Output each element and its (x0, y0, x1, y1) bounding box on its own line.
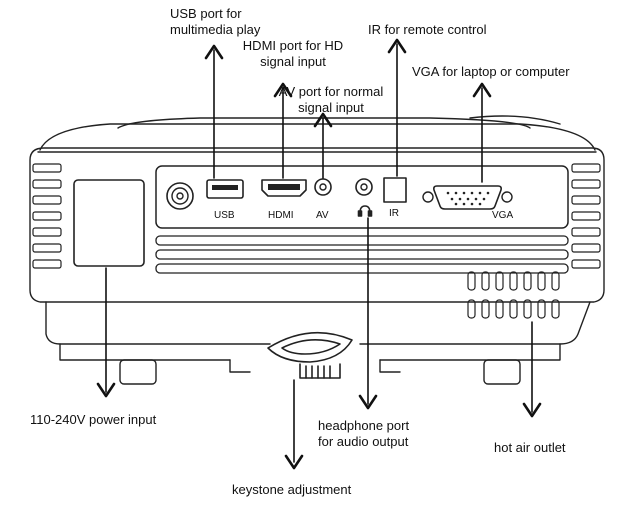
callout-power-text: 110-240V power input (30, 412, 157, 427)
foot-mid (229, 359, 401, 373)
port-label-vga: VGA (492, 210, 513, 221)
callout-headphone-line1: headphone port (318, 418, 410, 433)
arrow-chevron-icon (204, 44, 224, 60)
callout-hdmi: HDMI port for HD signal input (234, 38, 352, 70)
housing-body (29, 147, 605, 303)
housing-top-inner (117, 117, 531, 129)
port-label-av: AV (316, 210, 329, 221)
leader-lines (105, 43, 533, 463)
callout-hot-air-text: hot air outlet (494, 440, 566, 455)
callout-av: AV port for normal signal input (268, 84, 394, 116)
callout-ir: IR for remote control (368, 22, 487, 38)
port-label-ir: IR (389, 208, 399, 219)
base-step (59, 343, 561, 361)
right-side-vents (571, 163, 601, 269)
callout-keystone-text: keystone adjustment (232, 482, 352, 497)
bottom-vents (467, 271, 560, 319)
arrow-chevron-icon (96, 382, 116, 398)
hdmi-port (261, 179, 307, 197)
callout-keystone: keystone adjustment (232, 482, 351, 498)
arrow-chevron-icon (313, 112, 333, 128)
keystone-wheel (267, 331, 353, 379)
base-lower (45, 301, 591, 345)
callout-vga-text: VGA for laptop or computer (412, 64, 570, 79)
housing-top-ridge (469, 115, 561, 125)
callout-headphone: headphone port for audio output (318, 418, 409, 450)
arrow-chevron-icon (273, 82, 293, 98)
arrow-chevron-icon (387, 38, 407, 54)
callout-av-line2: signal input (298, 100, 364, 115)
power-input-panel (73, 179, 145, 267)
headphone-icon (357, 205, 373, 217)
arrowheads (96, 38, 542, 470)
arrow-chevron-icon (358, 394, 378, 410)
usb-port (206, 179, 244, 199)
callout-headphone-line2: for audio output (318, 434, 409, 449)
left-side-vents (32, 163, 62, 269)
headphone-port (355, 178, 373, 196)
arrow-chevron-icon (472, 82, 492, 98)
arrow-chevron-icon (284, 454, 304, 470)
callout-usb: USB port for multimedia play (170, 6, 260, 38)
ir-window (383, 177, 407, 203)
vga-port (422, 185, 513, 210)
callout-usb-line1: USB port for (170, 6, 242, 21)
callout-hot-air: hot air outlet (494, 440, 566, 456)
callout-power: 110-240V power input (30, 412, 156, 428)
callout-vga: VGA for laptop or computer (412, 64, 570, 80)
callout-hdmi-line2: signal input (260, 54, 326, 69)
arrow-chevron-icon (522, 402, 542, 418)
callout-av-line1: AV port for normal (278, 84, 384, 99)
callout-ir-text: IR for remote control (368, 22, 487, 37)
dc-jack (166, 182, 194, 210)
callout-usb-line2: multimedia play (170, 22, 261, 37)
callout-hdmi-line1: HDMI port for HD (242, 38, 344, 53)
rear-vent-bars (155, 235, 569, 274)
foot-left (119, 359, 157, 385)
port-label-usb: USB (214, 210, 235, 221)
av-port (314, 178, 332, 196)
port-panel (155, 165, 569, 229)
housing-top (39, 123, 596, 151)
foot-right (483, 359, 521, 385)
port-label-hdmi: HDMI (268, 210, 294, 221)
